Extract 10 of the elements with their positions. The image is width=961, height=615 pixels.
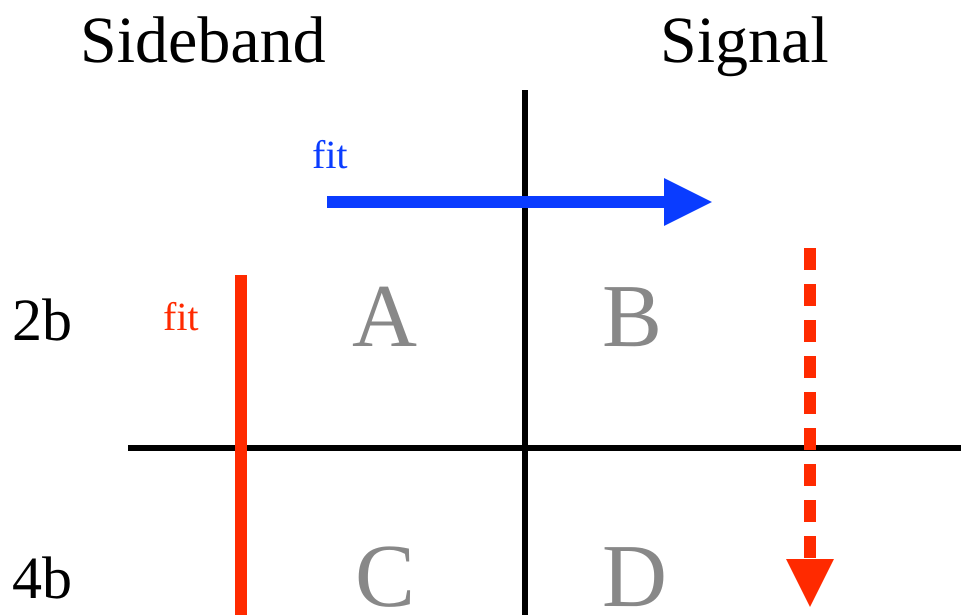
fit-label: fit <box>312 135 348 175</box>
row-label: 4b <box>12 548 72 608</box>
region-letter: C <box>355 532 416 615</box>
region-letter: A <box>352 272 417 362</box>
row-label: 2b <box>12 290 72 350</box>
region-letter: D <box>602 532 667 615</box>
column-heading: Sideband <box>80 8 326 74</box>
column-heading: Signal <box>660 8 829 74</box>
region-letter: B <box>602 272 662 362</box>
fit-label: fit <box>163 297 199 337</box>
